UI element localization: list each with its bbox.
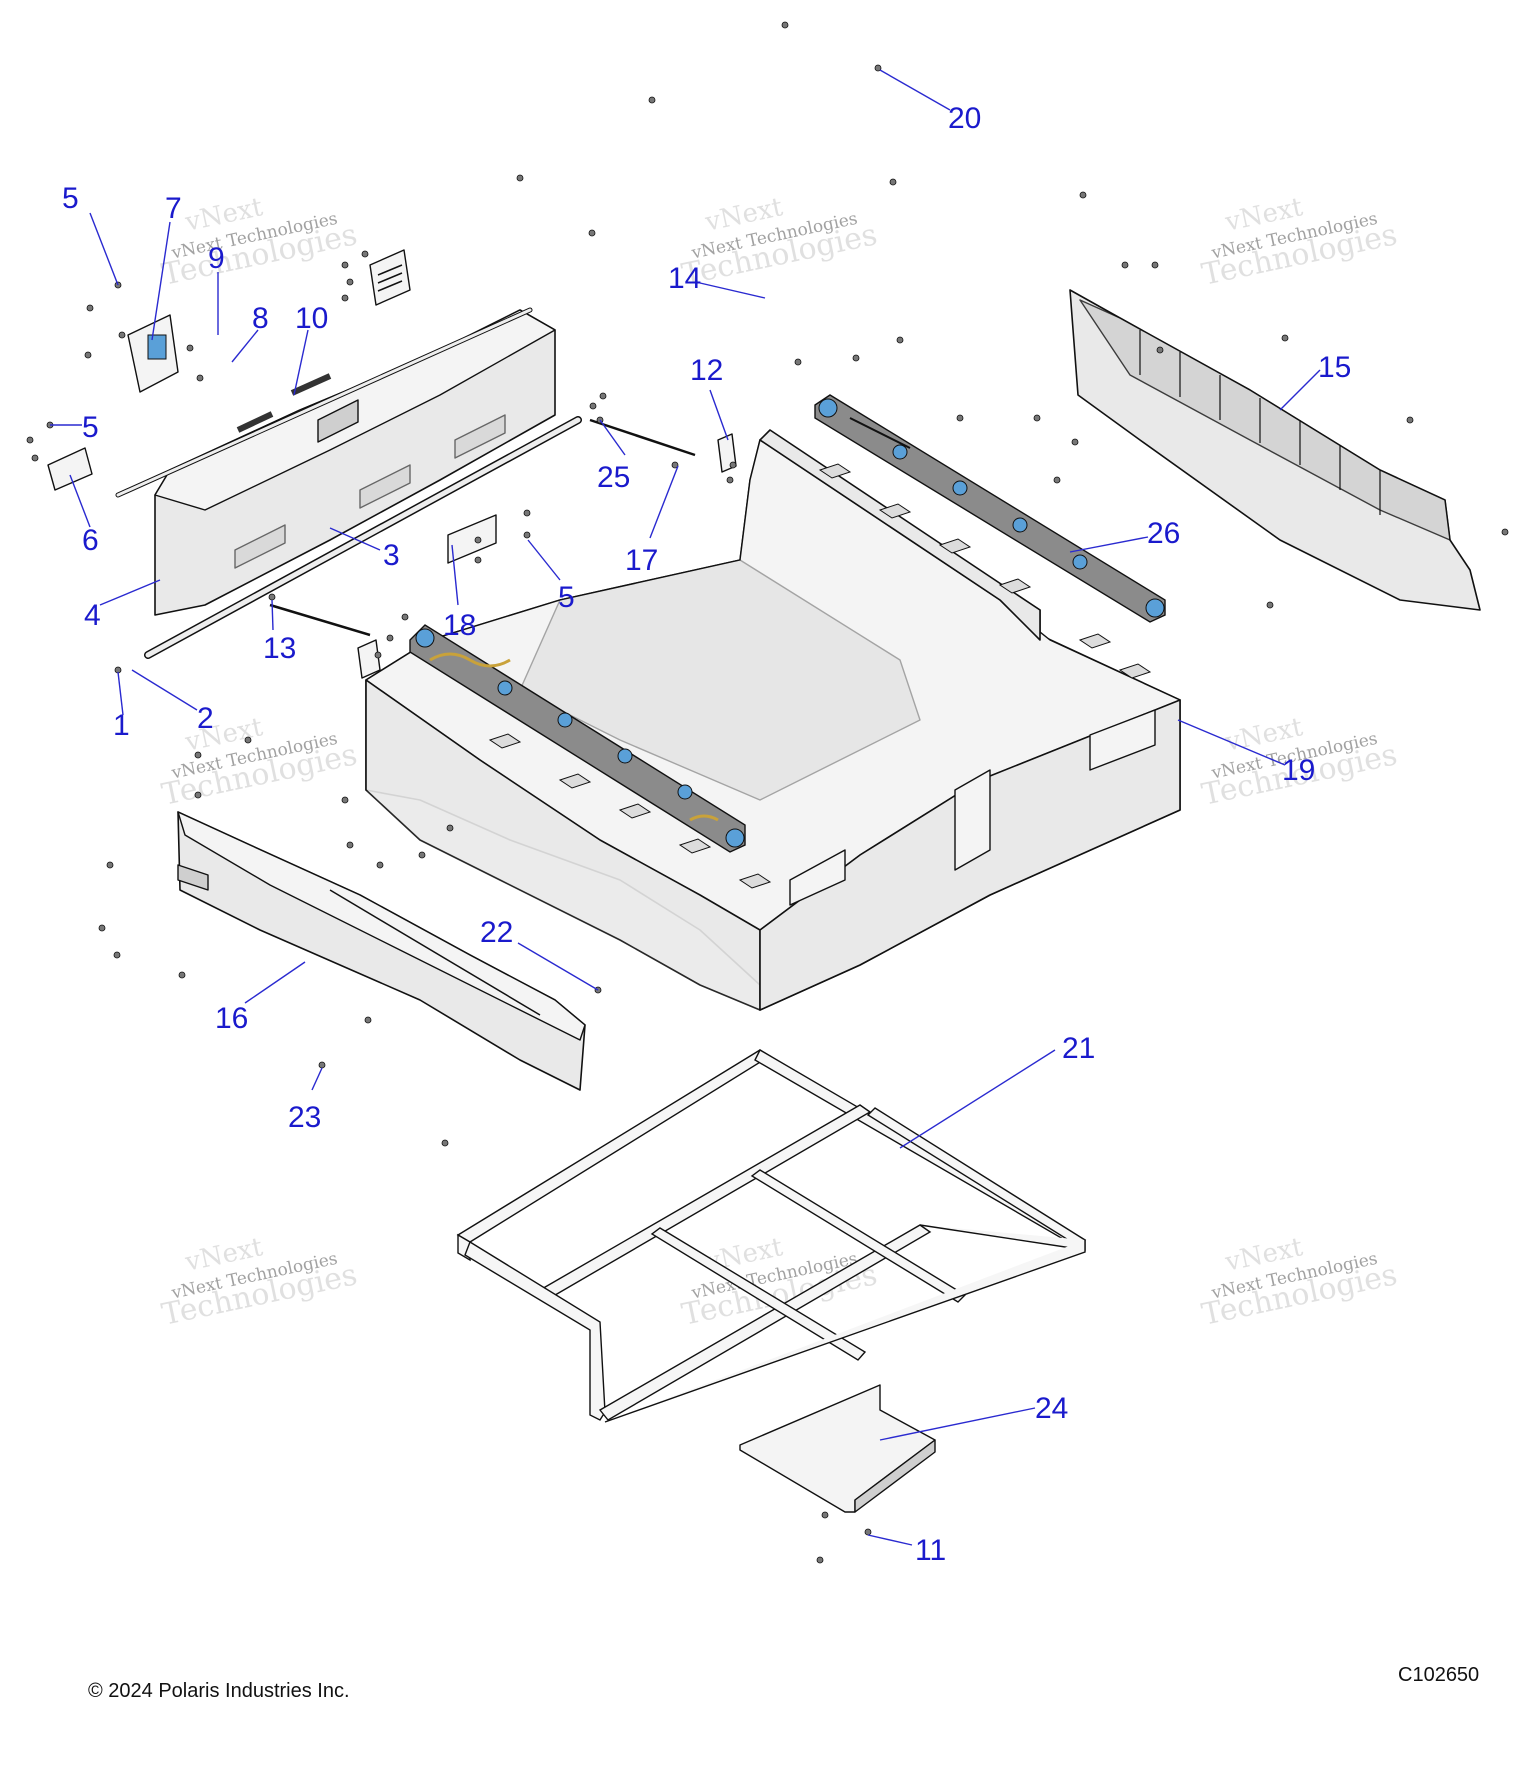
leader-lines bbox=[50, 69, 1321, 1546]
callout-label: 19 bbox=[1282, 754, 1315, 787]
callout-label: 18 bbox=[443, 609, 476, 642]
callout-label: 14 bbox=[668, 262, 701, 295]
drawing-number: C102650 bbox=[1398, 1664, 1480, 1686]
headboard-panel bbox=[1069, 289, 1481, 611]
latch-assembly bbox=[47, 249, 411, 491]
callout-label: 1 bbox=[113, 709, 130, 742]
callout-label: 17 bbox=[625, 544, 658, 577]
callout-label: 26 bbox=[1147, 517, 1180, 550]
rods bbox=[115, 307, 582, 659]
callout-label: 22 bbox=[480, 916, 513, 949]
callout-label: 24 bbox=[1035, 1392, 1068, 1425]
callout-label: 15 bbox=[1318, 351, 1351, 384]
side-panel bbox=[177, 811, 586, 1091]
callout-label: 23 bbox=[288, 1101, 321, 1134]
frame bbox=[456, 1049, 1087, 1423]
watermark: vNext vNext Technologies Technologies bbox=[159, 1232, 360, 1333]
watermark: vNext vNext Technologies Technologies bbox=[1199, 1232, 1400, 1333]
callout-label: 10 bbox=[295, 302, 328, 335]
callout-label: 2 bbox=[197, 702, 214, 735]
callout-label: 25 bbox=[597, 461, 630, 494]
watermark: vNext vNext Technologies Technologies bbox=[1199, 192, 1400, 293]
callout-label: 6 bbox=[82, 524, 99, 557]
cables-brackets bbox=[269, 418, 737, 679]
callout-label: 3 bbox=[383, 539, 400, 572]
copyright-notice: © 2024 Polaris Industries Inc. bbox=[88, 1680, 350, 1702]
rail-left bbox=[409, 624, 746, 853]
callout-label: 7 bbox=[165, 192, 182, 225]
callout-label: 9 bbox=[208, 242, 225, 275]
tailgate bbox=[154, 309, 556, 616]
fasteners bbox=[26, 21, 1509, 1564]
callout-label: 11 bbox=[915, 1534, 946, 1567]
callout-label: 21 bbox=[1062, 1032, 1095, 1065]
callout-label: 16 bbox=[215, 1002, 248, 1035]
callout-label: 5 bbox=[62, 182, 79, 215]
callout-labels: 5 7 9 8 10 5 6 4 3 18 5 13 2 1 12 25 17 … bbox=[62, 102, 1351, 1567]
callout-label: 5 bbox=[558, 581, 575, 614]
skid-plate bbox=[739, 1384, 936, 1513]
callout-label: 5 bbox=[82, 411, 99, 444]
callout-label: 8 bbox=[252, 302, 269, 335]
callout-label: 20 bbox=[948, 102, 981, 135]
callout-label: 13 bbox=[263, 632, 296, 665]
callout-label: 12 bbox=[690, 354, 723, 387]
rail-right bbox=[814, 394, 1166, 623]
cargo-box bbox=[365, 429, 1181, 1011]
callout-label: 4 bbox=[84, 599, 101, 632]
watermark: vNext vNext Technologies Technologies bbox=[159, 712, 360, 813]
